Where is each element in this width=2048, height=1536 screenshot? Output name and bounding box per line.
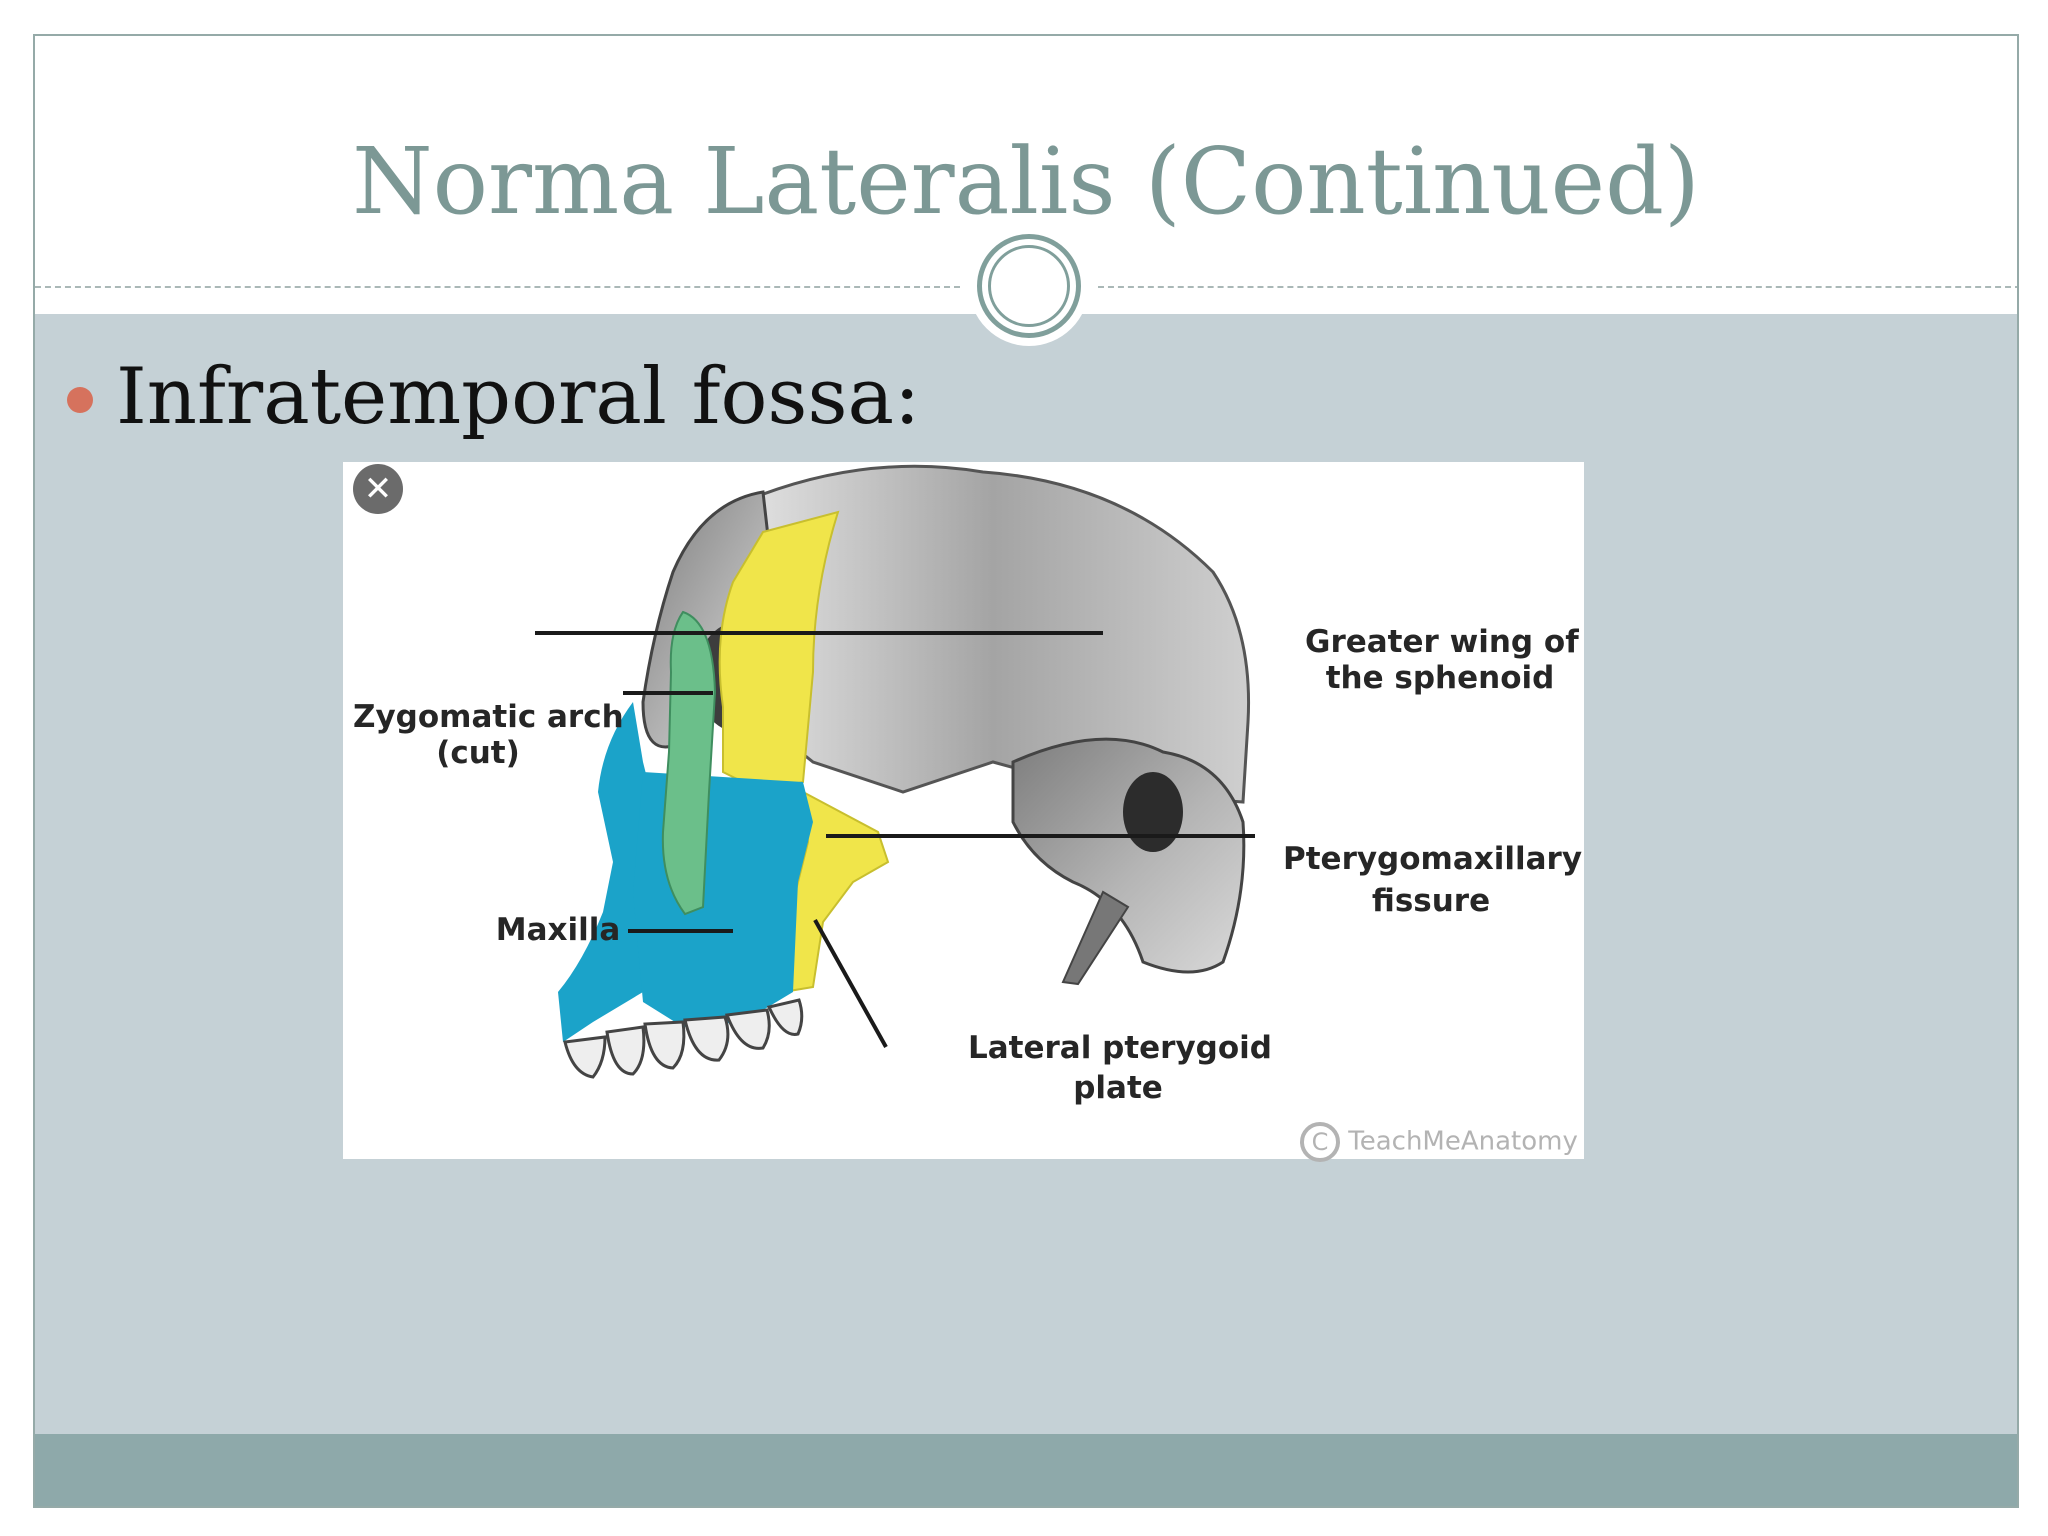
watermark: C TeachMeAnatomy	[1300, 1122, 1580, 1166]
close-image-button[interactable]: ✕	[353, 464, 403, 514]
zygomatic-arch-shape	[661, 610, 717, 916]
label-zygomatic-arch-line2: (cut)	[436, 735, 520, 771]
bullet-text: Infratemporal fossa:	[116, 352, 921, 442]
label-lateral-pterygoid-line2: plate	[1073, 1070, 1163, 1106]
leader-lines	[535, 631, 1255, 1048]
slide-title: Norma Lateralis (Continued)	[352, 128, 1700, 235]
label-pterygomaxillary-fissure: Pterygomaxillary fissure	[1283, 838, 1583, 922]
maxilla-shape	[633, 772, 813, 1027]
bullet-dot-icon	[67, 387, 93, 413]
styloid-shape	[1061, 890, 1130, 986]
ornament-inner-ring	[988, 245, 1070, 327]
label-greater-wing-line2: the sphenoid	[1325, 660, 1555, 696]
circle-ornament-icon	[969, 226, 1089, 346]
skull-illustration	[535, 464, 1255, 1079]
temporal-bone-shape	[1011, 737, 1246, 974]
copyright-icon: C	[1300, 1122, 1340, 1162]
label-greater-wing-line1: Greater wing of	[1305, 624, 1579, 660]
divider-left	[35, 286, 960, 288]
label-pterygomaxillary-line1: Pterygomaxillary	[1283, 841, 1583, 877]
label-lateral-pterygoid-line1: Lateral pterygoid	[968, 1030, 1272, 1066]
label-greater-wing-sphenoid: Greater wing of the sphenoid	[1305, 624, 1579, 696]
label-zygomatic-arch: Zygomatic arch (cut)	[353, 699, 624, 771]
divider-right	[1098, 286, 2017, 288]
ear-canal-shape	[1123, 772, 1183, 852]
ornament-outer-ring	[977, 234, 1081, 338]
label-pterygomaxillary-line2: fissure	[1371, 883, 1491, 919]
anatomy-figure: ✕ Zygomatic arch (cut) Maxilla Greater w…	[343, 462, 1584, 1162]
label-zygomatic-arch-line1: Zygomatic arch	[353, 699, 624, 735]
label-maxilla: Maxilla	[495, 912, 621, 948]
teeth-shape	[563, 998, 804, 1079]
label-lateral-pterygoid-plate: Lateral pterygoid plate	[968, 1028, 1272, 1108]
watermark-text: TeachMeAnatomy	[1348, 1126, 1578, 1157]
slide-footer	[35, 1434, 2017, 1506]
